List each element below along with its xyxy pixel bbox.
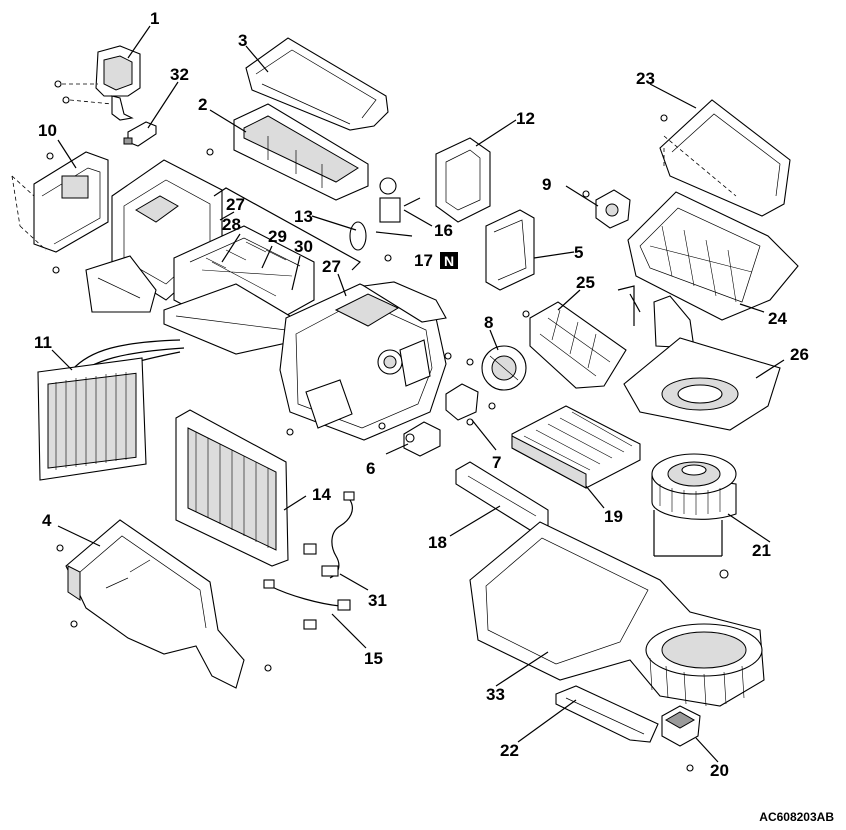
group-bracket-line (213, 187, 361, 271)
part-25-filter-cover (529, 301, 627, 389)
new-part-badge-text: N (444, 253, 454, 269)
callout-30: 30 (294, 237, 313, 256)
part-20-resistor (661, 705, 701, 772)
callout-8: 8 (484, 313, 493, 332)
callout-32: 32 (170, 65, 189, 84)
callout-11: 11 (34, 333, 52, 352)
callout-labels: 1 2 3 4 5 6 7 8 9 10 11 12 13 14 15 16 1… (34, 9, 809, 780)
part-2-duct (233, 103, 369, 201)
callout-1: 1 (150, 9, 159, 28)
screw-markers (206, 148, 474, 366)
new-part-badge: N (440, 252, 458, 269)
figure-code: AC608203AB (759, 810, 834, 824)
part-4-floor-duct (56, 519, 272, 689)
callout-2: 2 (198, 95, 207, 114)
callout-14: 14 (312, 485, 331, 504)
part-24-intake-case (627, 191, 799, 321)
callout-28: 28 (222, 215, 241, 234)
part-1-actuator-bracket (54, 45, 141, 121)
callout-24: 24 (768, 309, 787, 328)
callout-29: 29 (268, 227, 287, 246)
part-18-filter-guide (455, 461, 549, 531)
callout-18: 18 (428, 533, 447, 552)
main-heater-case (279, 281, 447, 441)
part-33-lower-case (469, 521, 765, 707)
part-12-duct-seal (435, 137, 491, 223)
callout-17: 17 (414, 251, 433, 270)
callout-27a: 27 (226, 195, 245, 214)
part-23-blower-case-cover (659, 99, 791, 217)
callout-33: 33 (486, 685, 505, 704)
callout-27b: 27 (322, 257, 341, 276)
callout-5: 5 (574, 243, 583, 262)
callout-21: 21 (752, 541, 771, 560)
part-31-harness (303, 491, 355, 579)
part-3-upper-duct (245, 37, 389, 131)
callout-3: 3 (238, 31, 247, 50)
callout-10: 10 (38, 121, 57, 140)
callout-16: 16 (434, 221, 453, 240)
part-9-actuator (582, 189, 631, 229)
callout-4: 4 (42, 511, 52, 530)
part-15-sensor (263, 579, 351, 630)
part-22-lower-cover (555, 685, 659, 743)
callout-19: 19 (604, 507, 623, 526)
callout-7: 7 (492, 453, 501, 472)
part-32-small-actuator (123, 121, 157, 147)
part-14-evaporator (175, 409, 289, 567)
part-10-housing-left (11, 151, 109, 274)
callout-26: 26 (790, 345, 809, 364)
part-7-actuator (445, 383, 496, 426)
leader-lines (51, 25, 785, 763)
part-19-air-filter (511, 405, 641, 489)
callout-13: 13 (294, 207, 313, 226)
callout-25: 25 (576, 273, 595, 292)
part-5-control-unit (485, 209, 535, 318)
callout-31: 31 (368, 591, 387, 610)
callout-20: 20 (710, 761, 729, 780)
callout-15: 15 (364, 649, 383, 668)
part-21-blower-motor (651, 453, 737, 579)
part-11-heater-core (37, 339, 185, 481)
callout-12: 12 (516, 109, 535, 128)
callout-9: 9 (542, 175, 551, 194)
part-6-actuator (403, 421, 441, 457)
callout-6: 6 (366, 459, 375, 478)
part-8-motor (481, 345, 527, 391)
callout-22: 22 (500, 741, 519, 760)
callout-23: 23 (636, 69, 655, 88)
part-26-blower-upper (617, 285, 781, 431)
